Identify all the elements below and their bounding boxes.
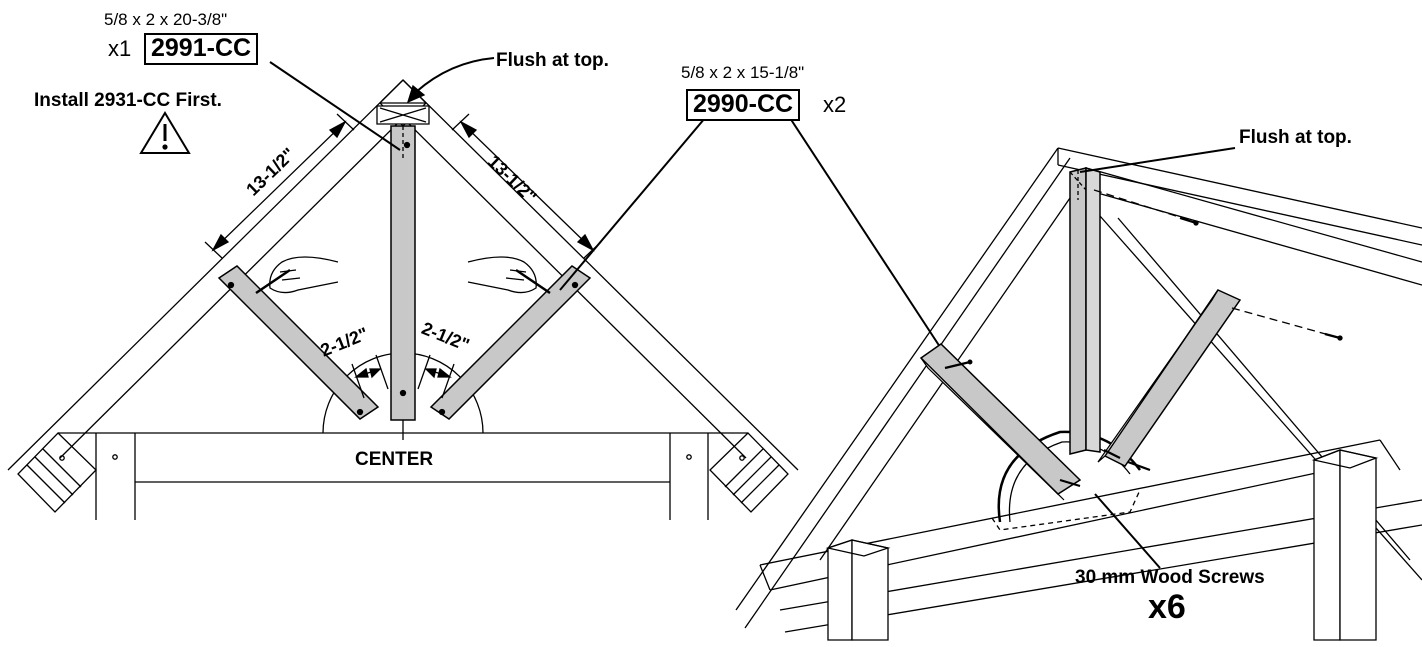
flush-note-right: Flush at top. [1239,127,1352,148]
right-diagonal-brace [431,266,590,419]
warning-text: Install 2931-CC First. [34,90,222,111]
left-bottom-beam [58,433,748,520]
left-diagonal-brace [219,266,378,419]
leader-2990-right [790,118,942,350]
left-hand-pencil-icon [256,257,338,293]
right-vertical-board [1070,168,1198,454]
part-size-2990: 5/8 x 2 x 15-1/8" [681,63,805,82]
part-qty-2990: x2 [823,92,847,117]
right-left-brace [921,344,1080,500]
leader-screws [1095,494,1160,568]
leader-2991 [270,62,400,150]
dimension-line-left [205,114,354,258]
part-number-2990: 2990-CC [686,89,801,121]
leader-2990-left [560,118,705,290]
part-size-2991: 5/8 x 2 x 20-3/8" [104,10,228,29]
gap-mark-left [352,355,388,398]
leader-flush-right [1080,148,1235,172]
screw-qty: x6 [1148,588,1186,626]
warning-triangle-icon [141,113,189,153]
part-number-2991: 2991-CC [144,33,259,65]
screw-label: 30 mm Wood Screws [1075,567,1265,588]
gap-mark-right [418,355,454,398]
flush-note-left: Flush at top. [496,50,609,71]
left-rafter-ends [18,433,788,512]
right-posts [828,440,1400,640]
part-qty-2991: x1 [108,36,132,61]
center-label: CENTER [355,449,434,470]
center-vertical-board [391,126,415,440]
right-hand-pencil-icon [468,257,550,293]
right-right-brace [1098,290,1342,470]
